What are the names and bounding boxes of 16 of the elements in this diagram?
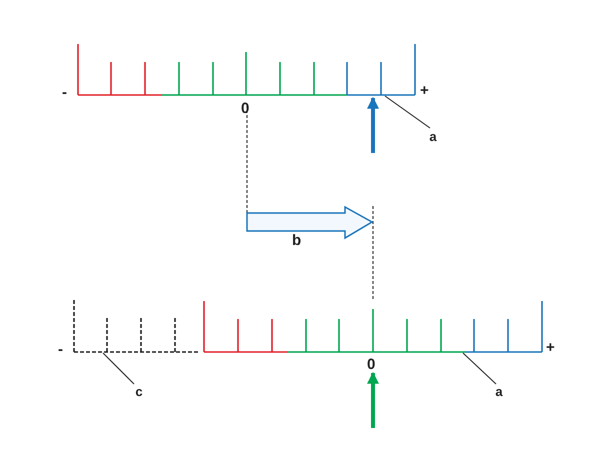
scale-label: 0 [367,357,376,372]
callout-letter: a [495,384,503,398]
scale-label: - [62,85,67,100]
arrow [367,96,379,153]
scale-label: - [58,342,63,357]
callout-letter: c [135,384,143,398]
scale-label: + [420,83,429,98]
scale-label: + [546,340,555,355]
callout-letter: a [429,130,437,142]
scale-drawing [77,43,417,97]
scale-drawing [203,298,544,354]
leader-line [102,352,134,384]
leader-line [462,352,496,384]
leader-line [384,96,430,128]
scale-label: b [292,233,302,248]
arrow [367,372,379,428]
